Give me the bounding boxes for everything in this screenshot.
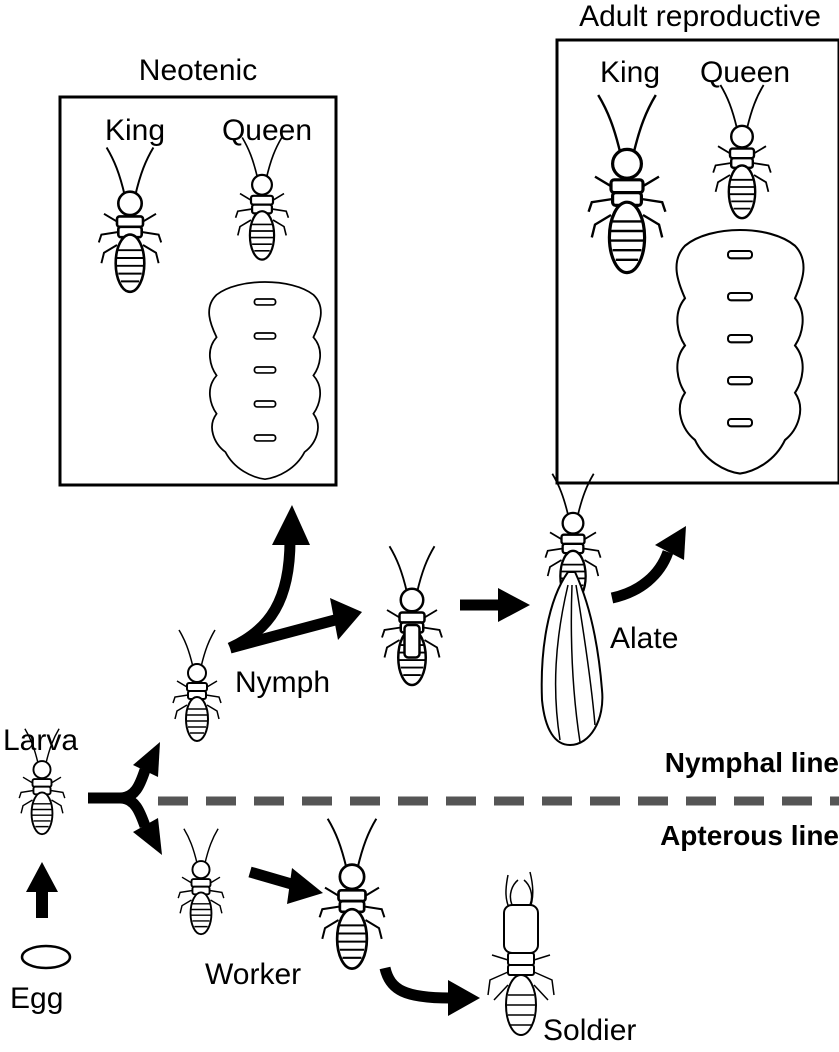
nymphal-line-label: Nymphal line <box>665 747 839 778</box>
arrow-young-worker-to-worker <box>250 868 323 904</box>
adult-king-label: King <box>600 56 660 89</box>
larva-label: Larva <box>3 724 78 757</box>
arrow-nymph-to-alate <box>460 588 530 622</box>
alate-illustration <box>542 474 603 745</box>
adult-queen-label: Queen <box>700 56 790 89</box>
adult-queen-illustration <box>676 85 803 474</box>
neotenic-queen-illustration <box>209 138 321 480</box>
adult-king-illustration <box>589 95 666 273</box>
neotenic-title: Neotenic <box>139 54 257 87</box>
egg-illustration <box>22 946 70 968</box>
arrow-larva-branch <box>88 742 162 855</box>
soldier-label: Soldier <box>543 1014 636 1047</box>
apterous-line-label: Apterous line <box>660 820 839 851</box>
young-worker-illustration <box>178 829 224 934</box>
worker-illustration <box>320 819 385 969</box>
nymph-large-illustration <box>382 546 442 685</box>
arrow-nymph-to-older-nymph <box>230 598 362 648</box>
neotenic-king-label: King <box>105 114 165 147</box>
nymph-small-illustration <box>173 630 221 741</box>
alate-label: Alate <box>610 622 678 655</box>
egg-label: Egg <box>10 982 63 1015</box>
neotenic-king-illustration <box>99 148 161 292</box>
adult-reproductive-title: Adult reproductive <box>579 0 821 33</box>
arrow-egg-to-larva <box>26 862 58 918</box>
soldier-illustration <box>488 872 554 1035</box>
neotenic-queen-label: Queen <box>222 114 312 147</box>
arrow-worker-to-soldier <box>385 968 480 1016</box>
nymph-label: Nymph <box>235 666 330 699</box>
arrow-alate-to-adult <box>612 526 686 598</box>
worker-label: Worker <box>205 958 301 991</box>
